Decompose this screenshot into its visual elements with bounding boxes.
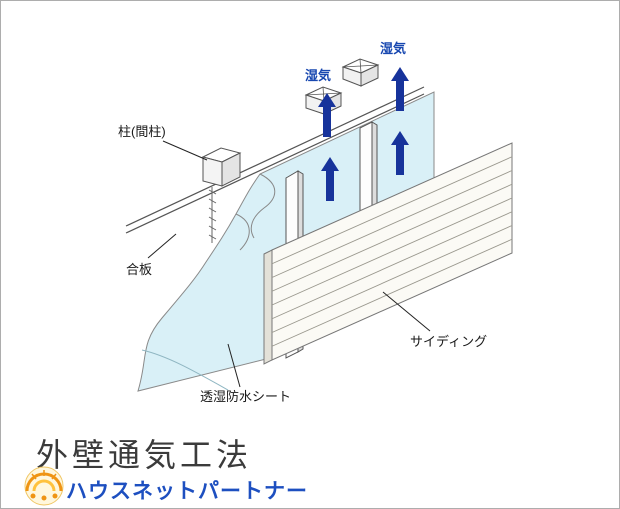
moisture-label-left: 湿気 (305, 68, 331, 83)
siding-label: サイディング (410, 334, 487, 349)
pillar-nail-ticks (208, 189, 217, 240)
moisture-label-right: 湿気 (380, 41, 406, 56)
plywood-leader-line (147, 233, 177, 259)
cut-cube-right-side (360, 64, 379, 87)
sheet-curl-fold-top (250, 173, 276, 239)
plywood-label: 合板 (126, 262, 152, 277)
page-title: 外壁通気工法 (36, 437, 252, 473)
pillar-front-face (202, 156, 223, 187)
sheet-wrinkle-line (141, 349, 229, 391)
siding-leader-line (382, 291, 431, 332)
breathable-sheet-label: 透湿防水シート (200, 389, 291, 404)
brand-logo-figure-dot (52, 493, 58, 499)
siding-seam (271, 183, 513, 292)
brand-logo-figure-dot (41, 495, 47, 501)
pillar-label: 柱(間柱) (118, 124, 166, 139)
airflow-arrow-top-left (318, 93, 336, 137)
brand-logo-rays (31, 470, 57, 480)
sheet-leader-line (227, 343, 241, 388)
pillar-leader-line (162, 140, 208, 161)
pillar-cube (201, 147, 242, 243)
siding-seam (271, 156, 513, 265)
siding-seam (271, 197, 513, 306)
siding-seam (271, 225, 513, 333)
brand-logo-figure-dot (30, 493, 36, 499)
leader-lines (147, 140, 431, 388)
siding-seam (271, 238, 513, 347)
rail-line-lower (125, 93, 425, 234)
rail-line-upper (125, 86, 425, 227)
wall-top-rails (125, 86, 425, 234)
diagram-labels: 柱(間柱) 合板 透湿防水シート サイディング 湿気 湿気 (118, 41, 487, 404)
brand-logo-inner-arc (32, 479, 56, 492)
siding-left-edge-face (263, 249, 273, 365)
airflow-arrows (318, 67, 409, 201)
sheet-curl-fold-lower (235, 213, 250, 251)
airflow-arrow-mid-right (391, 131, 409, 175)
siding-seam (271, 211, 513, 320)
siding-board-seams (271, 156, 513, 347)
pillar-side-face (221, 152, 241, 187)
cut-cube-right-hatch (342, 58, 379, 74)
siding-seam (271, 170, 513, 278)
airflow-arrow-top-right (391, 67, 409, 111)
siding-panel (263, 142, 513, 365)
airflow-arrow-mid-left (321, 157, 339, 201)
brand-logo (24, 466, 64, 506)
brand-name: ハウスネットパートナー (66, 480, 308, 503)
